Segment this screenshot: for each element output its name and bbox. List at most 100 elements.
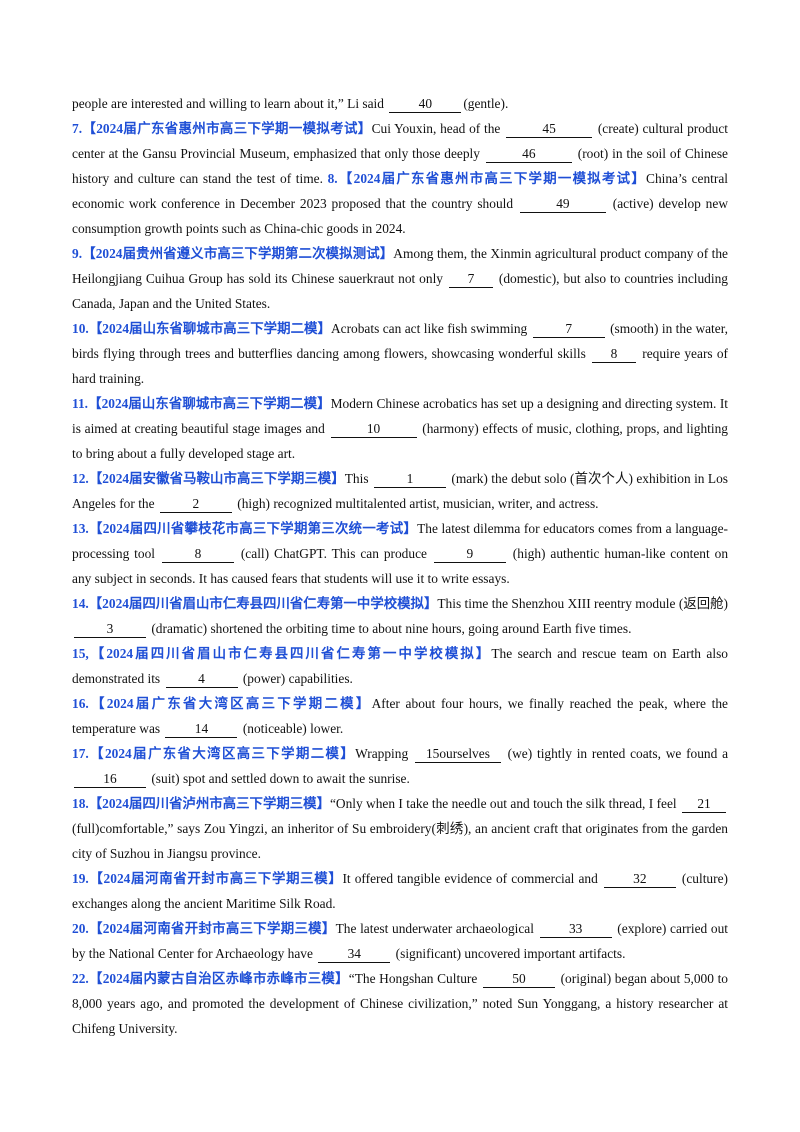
exercise-item: 19.【2024届河南省开封市高三下学期三模】It offered tangib… — [72, 866, 728, 916]
question-number: 10. — [72, 321, 89, 336]
answer-blank: 9 — [433, 545, 506, 563]
answer-blank: 4 — [165, 670, 238, 688]
question-text: (significant) uncovered important artifa… — [392, 946, 626, 961]
question-text: After about four hours, we finally reach… — [72, 696, 729, 736]
exercise-item: 10.【2024届山东省聊城市高三下学期二模】Acrobats can act … — [72, 316, 728, 391]
question-text: Cui Youxin, head of the — [371, 121, 505, 136]
answer-blank: 14 — [165, 720, 238, 738]
exercise-item: 17.【2024届广东省大湾区高三下学期二模】Wrapping 15oursel… — [72, 741, 728, 791]
exercise-item: 7.【2024届广东省惠州市高三下学期一模拟考试】Cui Youxin, hea… — [72, 116, 728, 241]
question-text: (we) tightly in rented coats, we found a — [502, 746, 729, 761]
answer-blank: 49 — [519, 195, 606, 213]
answer-blank: 16 — [74, 770, 146, 788]
source-label: 【2024届河南省开封市高三下学期三模】 — [88, 921, 336, 936]
answer-blank: 33 — [539, 920, 612, 938]
source-label: 【2024届河南省开封市高三下学期三模】 — [88, 871, 343, 886]
answer-blank: 8 — [592, 345, 637, 363]
source-label: 【2024届广东省大湾区高三下学期二模】 — [88, 746, 356, 761]
question-text: (high) authentic human-like content on a… — [72, 546, 729, 586]
source-label: 【2024届贵州省遵义市高三下学期第二次模拟测试】 — [82, 246, 394, 261]
exercise-item: people are interested and willing to lea… — [72, 91, 728, 116]
answer-blank: 50 — [482, 970, 555, 988]
question-number: 20. — [72, 921, 89, 936]
question-number: 15, — [72, 646, 89, 661]
answer-blank: 1 — [374, 470, 446, 488]
question-number: 16. — [72, 696, 89, 711]
question-text: It offered tangible evidence of commerci… — [342, 871, 602, 886]
question-text: people are interested and willing to lea… — [72, 96, 388, 111]
question-text: “Only when I take the needle out and tou… — [329, 796, 681, 811]
source-label: 【2024届四川省眉山市仁寿县四川省仁寿第一中学校模拟】 — [88, 646, 492, 661]
question-number: 12. — [72, 471, 89, 486]
answer-blank: 7 — [532, 320, 605, 338]
question-text: The search and rescue team on Earth also… — [72, 646, 728, 686]
question-number: 7. — [72, 121, 83, 136]
answer-blank: 7 — [448, 270, 493, 288]
question-text: (full)comfortable,” says Zou Yingzi, an … — [72, 821, 728, 861]
source-label: 【2024届内蒙古自治区赤峰市赤峰市三模】 — [88, 971, 349, 986]
source-label: 【2024届广东省惠州市高三下学期一模拟考试】 — [82, 121, 372, 136]
exercise-item: 9.【2024届贵州省遵义市高三下学期第二次模拟测试】Among them, t… — [72, 241, 728, 316]
exercise-item: 22.【2024届内蒙古自治区赤峰市赤峰市三模】“The Hongshan Cu… — [72, 966, 728, 1041]
exercise-item: 15,【2024届四川省眉山市仁寿县四川省仁寿第一中学校模拟】The searc… — [72, 641, 728, 691]
question-text: The latest dilemma for educators comes f… — [72, 521, 729, 561]
question-number: 19. — [72, 871, 89, 886]
question-text: (call) ChatGPT. This can produce — [235, 546, 432, 561]
question-text: (gentle). — [463, 96, 509, 111]
question-number: 14. — [72, 596, 89, 611]
question-number: 13. — [72, 521, 89, 536]
answer-blank: 3 — [74, 620, 146, 638]
question-text: This — [344, 471, 372, 486]
exercise-item: 14.【2024届四川省眉山市仁寿县四川省仁寿第一中学校模拟】This time… — [72, 591, 728, 641]
question-text: Wrapping — [355, 746, 413, 761]
question-text: China’s central economic work conference… — [72, 171, 728, 211]
exercise-item: 13.【2024届四川省攀枝花市高三下学期第三次统一考试】The latest … — [72, 516, 728, 591]
exercise-item: 20.【2024届河南省开封市高三下学期三模】The latest underw… — [72, 916, 728, 966]
answer-blank: 45 — [506, 120, 593, 138]
source-label: 【2024届四川省眉山市仁寿县四川省仁寿第一中学校模拟】 — [88, 596, 438, 611]
source-label: 【2024届四川省攀枝花市高三下学期第三次统一考试】 — [88, 521, 418, 536]
answer-blank: 15ourselves — [414, 745, 501, 763]
question-text: (smooth) in the water, birds flying thro… — [72, 321, 728, 361]
question-number: 11. — [72, 396, 88, 411]
question-number: 9. — [72, 246, 83, 261]
question-text: Acrobats can act like fish swimming — [330, 321, 531, 336]
source-label: 【2024届广东省大湾区高三下学期二模】 — [88, 696, 372, 711]
exercise-item: 11.【2024届山东省聊城市高三下学期二模】Modern Chinese ac… — [72, 391, 728, 466]
question-text: (root) in the soil of Chinese history an… — [72, 146, 728, 186]
question-text: This time the Shenzhou XIII reentry modu… — [437, 596, 728, 611]
answer-blank: 2 — [159, 495, 232, 513]
source-label: 【2024届安徽省马鞍山市高三下学期三模】 — [88, 471, 345, 486]
question-text: (high) recognized multitalented artist, … — [233, 496, 599, 511]
question-text: (suit) spot and settled down to await th… — [148, 771, 410, 786]
question-text: (noticeable) lower. — [239, 721, 344, 736]
question-text: (culture) exchanges along the ancient Ma… — [72, 871, 728, 911]
question-text: Among them, the Xinmin agricultural prod… — [72, 246, 728, 286]
question-text: (original) began about 5,000 to 8,000 ye… — [72, 971, 729, 1036]
exercise-item: 18.【2024届四川省泸州市高三下学期三模】“Only when I take… — [72, 791, 728, 866]
question-text: (power) capabilities. — [239, 671, 353, 686]
source-label: 【2024届山东省聊城市高三下学期二模】 — [88, 321, 331, 336]
answer-blank: 8 — [161, 545, 234, 563]
answer-blank: 32 — [603, 870, 676, 888]
answer-blank: 21 — [682, 795, 727, 813]
question-number: 18. — [72, 796, 89, 811]
exercise-item: 16.【2024届广东省大湾区高三下学期二模】After about four … — [72, 691, 728, 741]
question-text: “The Hongshan Culture — [348, 971, 481, 986]
question-text: The latest underwater archaeological — [335, 921, 538, 936]
answer-blank: 34 — [318, 945, 391, 963]
answer-blank: 46 — [485, 145, 572, 163]
source-label: 【2024届山东省聊城市高三下学期二模】 — [88, 396, 331, 411]
exercise-item: 12.【2024届安徽省马鞍山市高三下学期三模】This 1 (mark) th… — [72, 466, 728, 516]
question-text: (explore) carried out by the National Ce… — [72, 921, 728, 961]
question-text: (create) cultural product center at the … — [72, 121, 729, 161]
source-label: 【2024届广东省惠州市高三下学期一模拟考试】 — [337, 171, 647, 186]
question-text: (active) develop new consumption growth … — [72, 196, 728, 236]
answer-blank: 10 — [330, 420, 417, 438]
source-label: 【2024届四川省泸州市高三下学期三模】 — [88, 796, 330, 811]
question-text: Modern Chinese acrobatics has set up a d… — [72, 396, 729, 436]
question-text: (mark) the debut solo (首次个人) exhibition … — [72, 471, 729, 511]
answer-blank: 40 — [389, 95, 462, 113]
question-text: (harmony) effects of music, clothing, pr… — [72, 421, 728, 461]
